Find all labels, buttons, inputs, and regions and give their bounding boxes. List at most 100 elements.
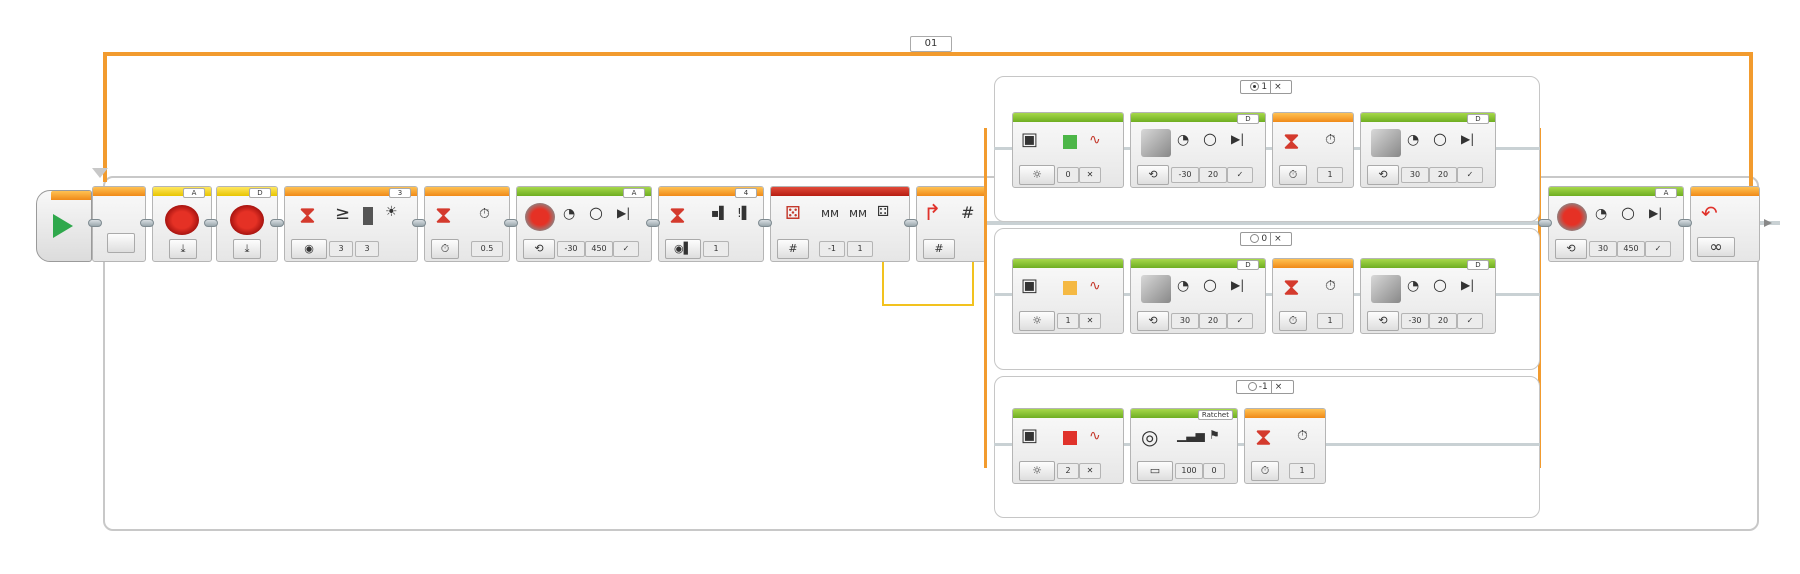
- param-degrees[interactable]: 20: [1199, 313, 1227, 329]
- mode-selector[interactable]: ⏱: [1279, 311, 1307, 331]
- param-seconds[interactable]: 1: [1317, 313, 1343, 329]
- param-seconds[interactable]: 1: [1289, 463, 1315, 479]
- mode-selector[interactable]: ⟲: [1367, 311, 1399, 331]
- port-label[interactable]: A: [1655, 188, 1677, 198]
- param-brake[interactable]: ✓: [1645, 241, 1671, 257]
- case-close-icon[interactable]: ×: [1270, 81, 1282, 93]
- wait-compare-block[interactable]: 3 ⧗ ≥ ☀ ◉ 3 3: [284, 186, 418, 262]
- param-power[interactable]: 30: [1589, 241, 1617, 257]
- case-tab-0[interactable]: 0×: [1240, 232, 1292, 246]
- case-value[interactable]: -1: [1258, 382, 1268, 392]
- case-close-icon[interactable]: ×: [1270, 381, 1282, 393]
- param-brake[interactable]: ✓: [1227, 167, 1253, 183]
- mode-selector[interactable]: ⟲: [1367, 165, 1399, 185]
- loop-name-label[interactable]: 01: [910, 36, 952, 52]
- sequence-plug[interactable]: [504, 219, 518, 227]
- mode-selector[interactable]: ⤓: [233, 239, 261, 259]
- param-upper[interactable]: 1: [847, 241, 873, 257]
- mode-selector[interactable]: ⏱: [1279, 165, 1307, 185]
- mode-selector[interactable]: ⟲: [523, 239, 555, 259]
- param-degrees[interactable]: 20: [1429, 313, 1457, 329]
- param-color[interactable]: 2: [1057, 463, 1079, 479]
- param-port[interactable]: 3: [329, 241, 353, 257]
- param-pulse[interactable]: ✕: [1079, 167, 1101, 183]
- brick-light-block[interactable]: ▣ ∿ ☼ 0 ✕: [1012, 112, 1124, 188]
- case-tab-minus1[interactable]: -1×: [1236, 380, 1294, 394]
- sequence-plug[interactable]: [204, 219, 218, 227]
- medium-motor-block[interactable]: D ◔ ○ ▶| ⟲ -30 20 ✓: [1360, 258, 1496, 334]
- wait-time-block[interactable]: ⧗ ⏱ ⏱ 0.5: [424, 186, 510, 262]
- loop-mode-selector[interactable]: [107, 233, 135, 253]
- sequence-plug[interactable]: [904, 219, 918, 227]
- param-threshold[interactable]: 3: [355, 241, 379, 257]
- mode-selector[interactable]: ▭: [1137, 461, 1173, 481]
- port-label[interactable]: 4: [735, 188, 757, 198]
- param-brake[interactable]: ✓: [1227, 313, 1253, 329]
- medium-motor-block[interactable]: D ◔ ○ ▶| ⟲ -30 20 ✓: [1130, 112, 1266, 188]
- param-color[interactable]: 1: [1057, 313, 1079, 329]
- param-power[interactable]: 30: [1171, 313, 1199, 329]
- motor-reset-block-d[interactable]: D ⤓: [216, 186, 278, 262]
- sequence-plug[interactable]: [140, 219, 154, 227]
- port-label[interactable]: D: [1237, 114, 1259, 124]
- param-brake[interactable]: ✓: [613, 241, 639, 257]
- wait-time-block[interactable]: ⧗ ⏱ ⏱ 1: [1272, 258, 1354, 334]
- brick-light-block[interactable]: ▣ ∿ ☼ 1 ✕: [1012, 258, 1124, 334]
- random-block[interactable]: ⚄ ᴍᴍ ᴍᴍ ⚃ # -1 1: [770, 186, 910, 262]
- loop-mode-selector[interactable]: ∞: [1697, 237, 1735, 257]
- mode-selector[interactable]: #: [923, 239, 955, 259]
- loop-end-block[interactable]: ↶ ∞: [1690, 186, 1760, 262]
- mode-selector[interactable]: ⟲: [1137, 165, 1169, 185]
- port-label[interactable]: D: [1467, 260, 1489, 270]
- mode-selector[interactable]: ⟲: [1555, 239, 1587, 259]
- param-volume[interactable]: 100: [1175, 463, 1203, 479]
- sound-name-label[interactable]: Ratchet: [1197, 410, 1233, 420]
- param-power[interactable]: -30: [557, 241, 585, 257]
- mode-selector[interactable]: ☼: [1019, 311, 1055, 331]
- sequence-plug[interactable]: [758, 219, 772, 227]
- param-seconds[interactable]: 0.5: [471, 241, 503, 257]
- port-label[interactable]: A: [183, 188, 205, 198]
- param-power[interactable]: -30: [1171, 167, 1199, 183]
- case-default-radio[interactable]: [1247, 382, 1257, 391]
- start-block[interactable]: [36, 190, 92, 262]
- mode-selector[interactable]: ⟲: [1137, 311, 1169, 331]
- param-degrees[interactable]: 20: [1199, 167, 1227, 183]
- sequence-plug[interactable]: [1678, 219, 1692, 227]
- param-seconds[interactable]: 1: [1317, 167, 1343, 183]
- mode-selector[interactable]: ◉: [291, 239, 327, 259]
- mode-selector[interactable]: ◉▌: [665, 239, 701, 259]
- sequence-plug[interactable]: [88, 219, 102, 227]
- sequence-plug[interactable]: [270, 219, 284, 227]
- mode-selector[interactable]: ⤓: [169, 239, 197, 259]
- medium-motor-block[interactable]: D ◔ ○ ▶| ⟲ 30 20 ✓: [1360, 112, 1496, 188]
- large-motor-block-a[interactable]: A ◔ ○ ▶| ⟲ 30 450 ✓: [1548, 186, 1684, 262]
- medium-motor-block[interactable]: D ◔ ○ ▶| ⟲ 30 20 ✓: [1130, 258, 1266, 334]
- param-play-type[interactable]: 0: [1203, 463, 1225, 479]
- param-degrees[interactable]: 450: [1617, 241, 1645, 257]
- mode-selector[interactable]: ☼: [1019, 165, 1055, 185]
- param-power[interactable]: 30: [1401, 167, 1429, 183]
- sequence-plug[interactable]: [1538, 219, 1552, 227]
- mode-selector[interactable]: #: [777, 239, 809, 259]
- port-label[interactable]: A: [623, 188, 645, 198]
- param-degrees[interactable]: 450: [585, 241, 613, 257]
- param-brake[interactable]: ✓: [1457, 167, 1483, 183]
- sequence-plug[interactable]: [646, 219, 660, 227]
- param-color[interactable]: 0: [1057, 167, 1079, 183]
- param-lower[interactable]: -1: [819, 241, 845, 257]
- case-default-radio[interactable]: [1250, 234, 1260, 243]
- wait-time-block[interactable]: ⧗ ⏱ ⏱ 1: [1244, 408, 1326, 484]
- param-brake[interactable]: ✓: [1457, 313, 1483, 329]
- port-label[interactable]: D: [249, 188, 271, 198]
- param-degrees[interactable]: 20: [1429, 167, 1457, 183]
- sequence-plug[interactable]: [412, 219, 426, 227]
- case-tab-1[interactable]: 1×: [1240, 80, 1292, 94]
- large-motor-block-a[interactable]: A ◔ ○ ▶| ⟲ -30 450 ✓: [516, 186, 652, 262]
- mode-selector[interactable]: ⏱: [431, 239, 459, 259]
- param-pulse[interactable]: ✕: [1079, 463, 1101, 479]
- case-default-radio[interactable]: [1250, 82, 1260, 91]
- motor-reset-block-a[interactable]: A ⤓: [152, 186, 212, 262]
- param-power[interactable]: -30: [1401, 313, 1429, 329]
- mode-selector[interactable]: ☼: [1019, 461, 1055, 481]
